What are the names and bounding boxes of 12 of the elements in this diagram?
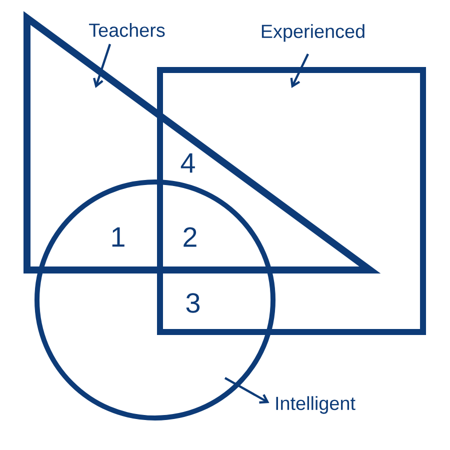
square-outline xyxy=(157,67,426,335)
set-label: Intelligent xyxy=(276,396,356,414)
region-number: 1 xyxy=(112,227,124,247)
set-label: Teachers xyxy=(89,23,165,37)
arrow xyxy=(290,54,309,88)
region-number: 4 xyxy=(180,153,195,173)
arrow xyxy=(224,377,270,404)
region-number: 2 xyxy=(184,227,196,247)
arrow xyxy=(93,44,112,88)
set-label: Experienced xyxy=(262,24,364,42)
region-number: 3 xyxy=(186,293,200,313)
circle-outline xyxy=(34,180,276,420)
